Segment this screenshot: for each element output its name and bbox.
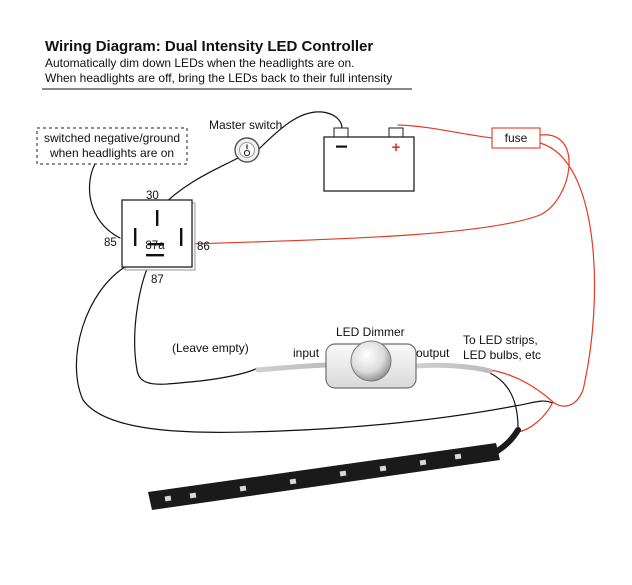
fuse: fuse [491, 127, 541, 149]
diagram-title: Wiring Diagram: Dual Intensity LED Contr… [45, 38, 373, 55]
relay-slot-87 [146, 254, 164, 257]
fuse-box [491, 127, 541, 149]
battery-pos-terminal [388, 127, 404, 138]
led-chip [339, 470, 347, 477]
to-led-line-2: LED bulbs, etc [463, 348, 541, 362]
pin-87-label: 87 [151, 274, 164, 286]
led-chips [164, 453, 462, 502]
led-dimmer: LED Dimmer (Leave empty) input output [172, 325, 493, 389]
relay-slot-85 [134, 228, 137, 246]
master-switch-label: Master switch [209, 118, 282, 132]
pin-86-label: 86 [197, 241, 210, 253]
to-led-line-1: To LED strips, [463, 333, 538, 347]
switched-ground-box: switched negative/ground when headlights… [36, 127, 188, 165]
pin-30-label: 30 [146, 190, 159, 202]
dimmer-input-cable [255, 362, 329, 373]
relay-slot-87a [148, 243, 164, 246]
relay-slot-86 [180, 228, 183, 246]
relay-slot-30 [156, 210, 159, 226]
power-icon [243, 149, 251, 157]
led-strip-lead [493, 427, 521, 455]
pin-87a-label: 87a [145, 240, 165, 252]
led-chip [454, 453, 462, 460]
fuse-label: fuse [505, 131, 528, 145]
led-dimmer-label: LED Dimmer [336, 325, 405, 339]
switched-ground-line-1: switched negative/ground [44, 131, 180, 145]
led-chip [289, 478, 297, 485]
pin-85-label: 85 [104, 237, 117, 249]
wire-ground-to-85 [88, 163, 121, 239]
switched-ground-frame [36, 127, 188, 165]
wire-dimmer-output-red [489, 369, 554, 403]
led-strip-body [148, 443, 500, 510]
relay: 87a [121, 199, 196, 271]
battery-minus-sign [336, 145, 347, 148]
battery: + [323, 127, 415, 192]
input-label: input [293, 346, 320, 360]
wire-fuse-to-86 [191, 134, 570, 245]
output-label: output [416, 346, 450, 360]
dimmer-knob [350, 340, 392, 382]
led-chip [239, 485, 247, 492]
leave-empty-label: (Leave empty) [172, 341, 249, 355]
led-chip [164, 495, 172, 502]
led-chip [419, 459, 427, 466]
master-switch: Master switch [209, 118, 282, 163]
wire-87a-to-dimmer-input [134, 257, 259, 385]
led-strip [148, 427, 521, 510]
wire-led-red-lead [517, 401, 554, 433]
wire-fuse-to-led [539, 142, 596, 407]
led-chip [379, 465, 387, 472]
red-wires [191, 124, 596, 433]
dimmer-output-cable [413, 362, 493, 374]
battery-plus-sign: + [392, 139, 401, 156]
subtitle-line-1: Automatically dim down LEDs when the hea… [45, 56, 355, 70]
battery-body [323, 136, 415, 192]
battery-neg-terminal [333, 127, 349, 138]
wire-led-black-lead [487, 371, 519, 429]
subtitle-line-2: When headlights are off, bring the LEDs … [45, 71, 392, 85]
led-chip [189, 492, 197, 499]
wire-battery-to-fuse [397, 124, 493, 139]
wire-switch-to-battery-neg [257, 111, 343, 151]
switched-ground-line-2: when headlights are on [49, 146, 174, 160]
